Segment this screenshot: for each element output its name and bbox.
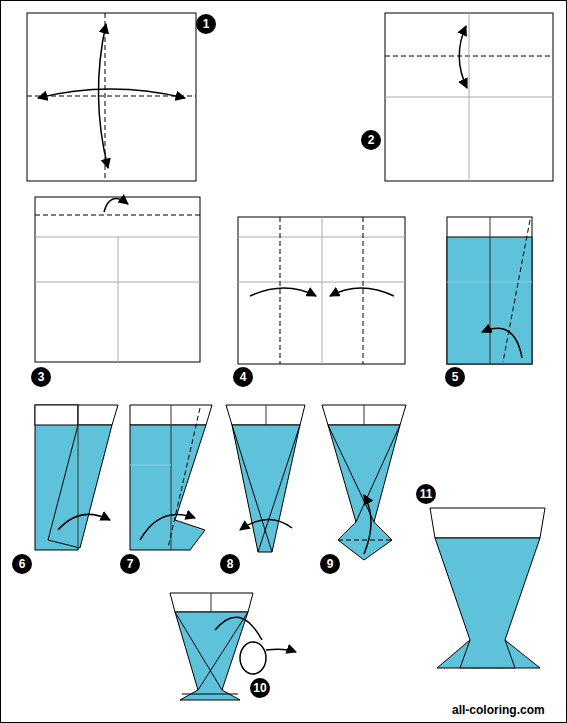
callout-number: 7 [120,554,140,574]
callout-number: 1 [196,14,216,34]
callout-number: 4 [233,367,253,387]
callout-number: 3 [31,367,51,387]
callout-number: 10 [250,678,270,698]
callout-number: 6 [12,554,32,574]
callout-number: 2 [361,130,381,150]
callout-number: 9 [320,554,340,574]
callout-number: 8 [220,554,240,574]
callout-number: 5 [445,367,465,387]
callout-number: 11 [416,484,436,504]
watermark: all-coloring.com [452,703,545,717]
